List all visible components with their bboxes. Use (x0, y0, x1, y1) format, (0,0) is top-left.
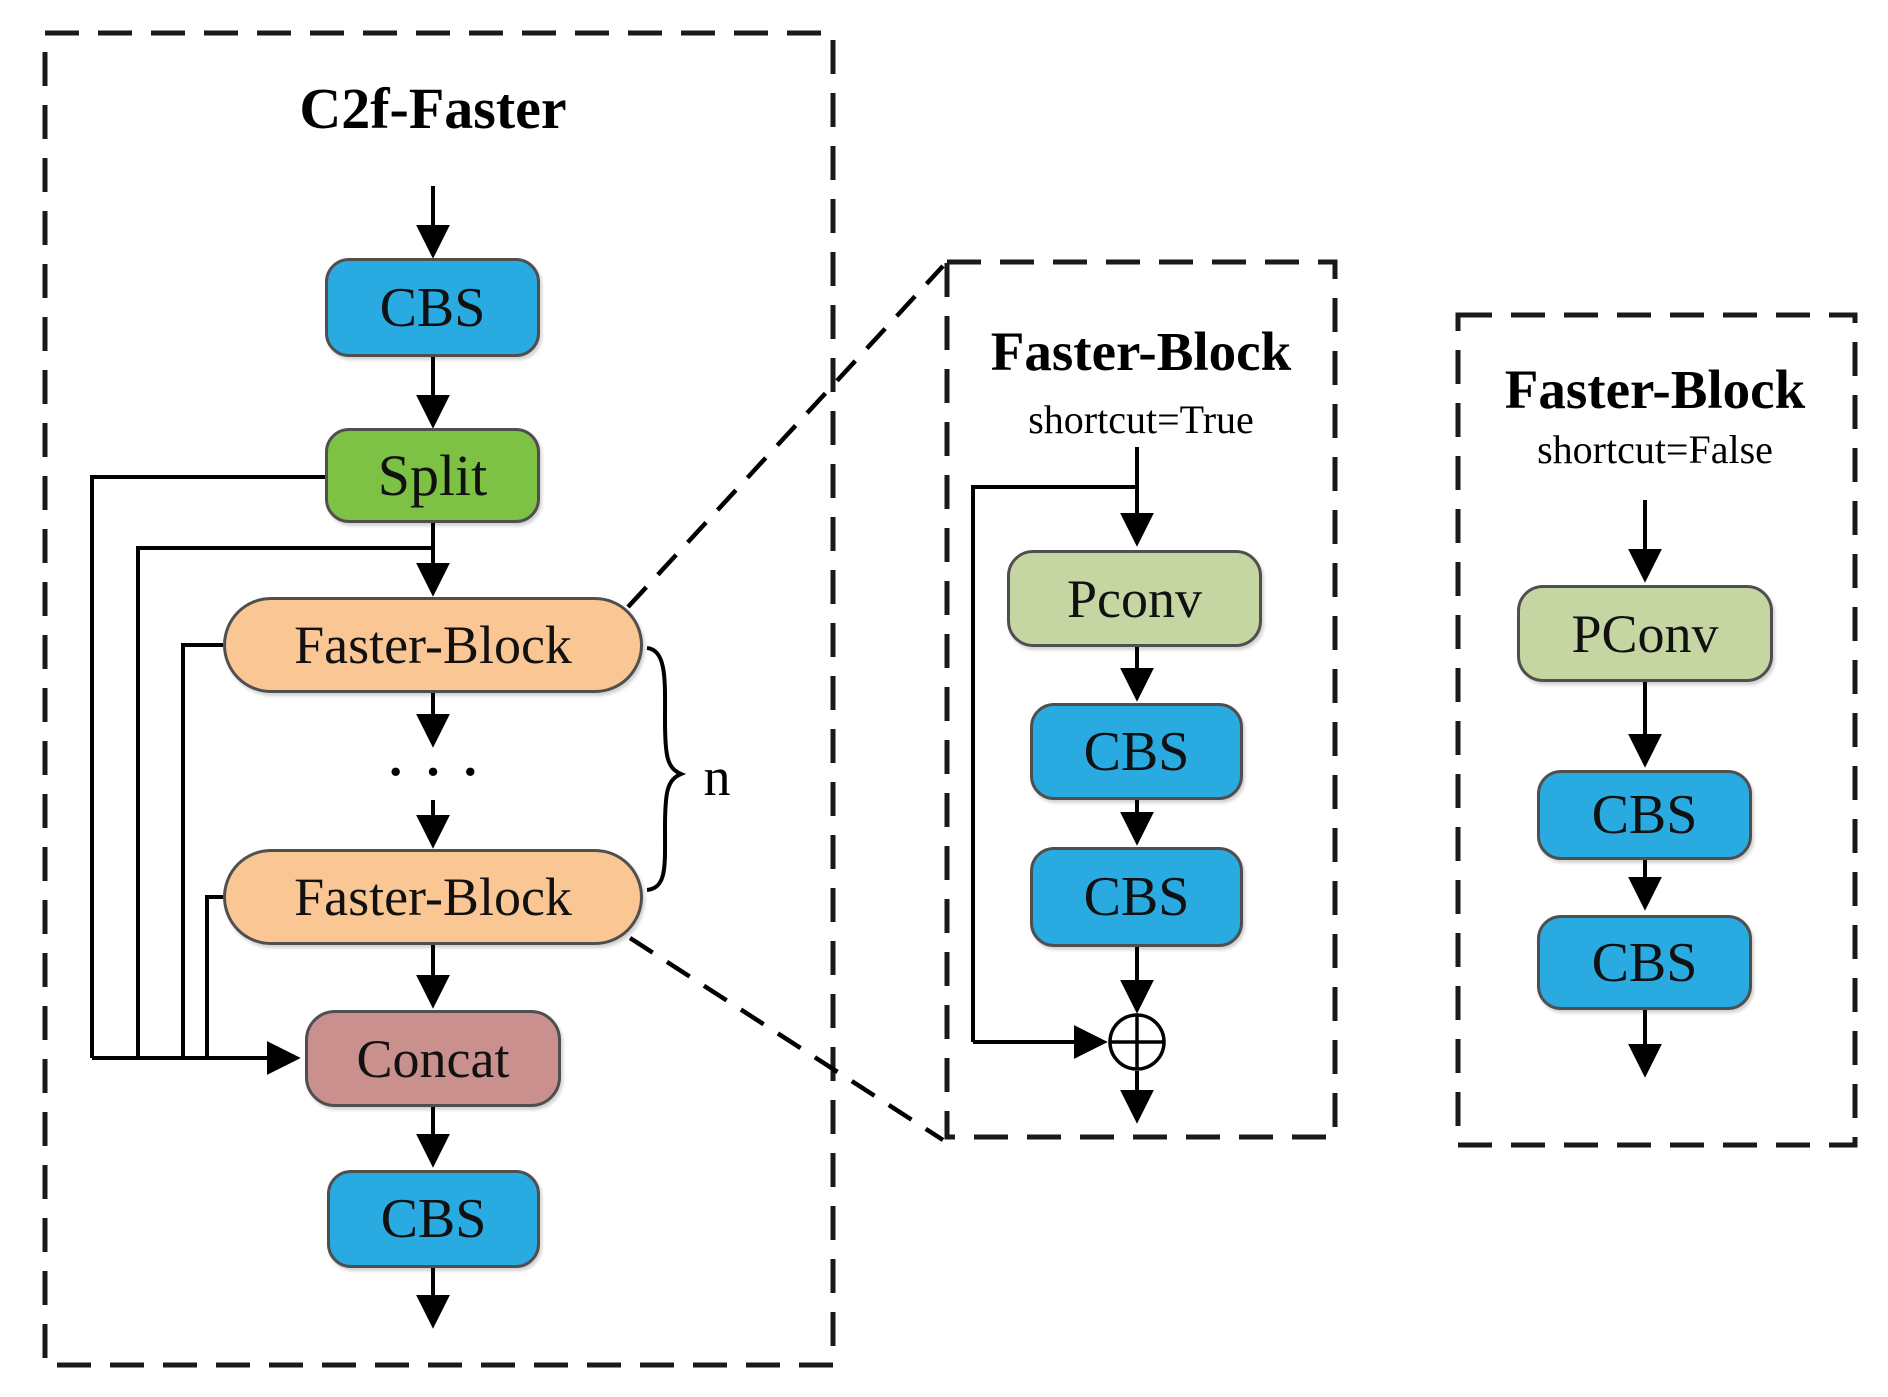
pconv-block-true: Pconv (1007, 550, 1262, 647)
zoom-dashed-line-bottom (628, 936, 945, 1142)
c2f-title: C2f-Faster (299, 75, 567, 141)
pconv-block-false: PConv (1517, 585, 1773, 682)
fb-true-title: Faster-Block (990, 320, 1292, 382)
skip-connections (90, 475, 433, 1058)
cbs-bottom-block: CBS (327, 1170, 540, 1268)
fb-false-title: Faster-Block (1504, 358, 1806, 420)
concat-block: Concat (305, 1010, 561, 1107)
faster-block-2: Faster-Block (223, 849, 643, 945)
fb-false-subtitle: shortcut=False (1537, 426, 1773, 472)
zoom-dashed-line-top (626, 264, 945, 609)
cbs-block-false-1: CBS (1537, 770, 1752, 860)
cbs-top-block: CBS (325, 258, 540, 357)
fb-true-container-border (944, 259, 1338, 1140)
zoom-callout-lines (626, 264, 945, 1142)
faster-block-1: Faster-Block (223, 597, 643, 693)
cbs-block-false-2: CBS (1537, 915, 1752, 1010)
shortcut-connection (971, 485, 1137, 1059)
ellipsis-dots: ··· (386, 743, 500, 801)
fb-false-container-border (1455, 312, 1858, 1148)
c2f-container-border (42, 30, 836, 1368)
repeat-count-label: n (703, 747, 731, 807)
fb-true-subtitle: shortcut=True (1028, 396, 1254, 442)
split-block: Split (325, 428, 540, 523)
add-icon (1108, 1013, 1166, 1071)
cbs-block-true-1: CBS (1030, 703, 1243, 800)
flow-arrows (92, 186, 1662, 1329)
repeat-brace (646, 646, 687, 892)
cbs-block-true-2: CBS (1030, 847, 1243, 947)
